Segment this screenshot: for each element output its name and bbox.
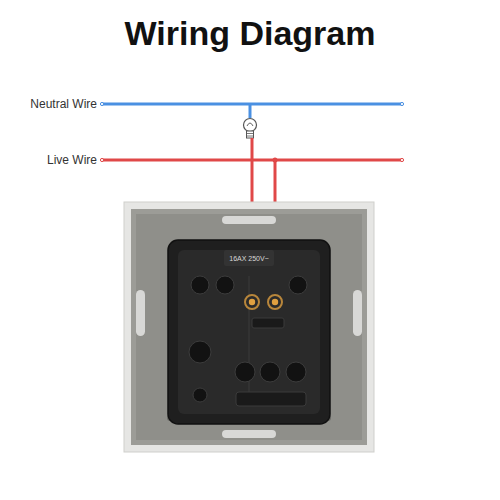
wire-label: Live Wire [47, 153, 97, 167]
rating-text: 16AX 250V~ [229, 255, 269, 262]
terminal-screws [245, 295, 282, 309]
diagram-title: Wiring Diagram [0, 14, 500, 53]
switch-module [168, 240, 330, 424]
wire-label: Neutral Wire [30, 97, 97, 111]
switch-plate [124, 202, 374, 452]
wire-end [400, 102, 403, 105]
junction-dot [273, 158, 278, 163]
wire-end [400, 158, 403, 161]
wire-end [100, 102, 103, 105]
wire-end [100, 158, 103, 161]
neutral-wire [102, 103, 402, 106]
neutral-drop [249, 104, 252, 118]
lamp-symbol [244, 119, 257, 139]
